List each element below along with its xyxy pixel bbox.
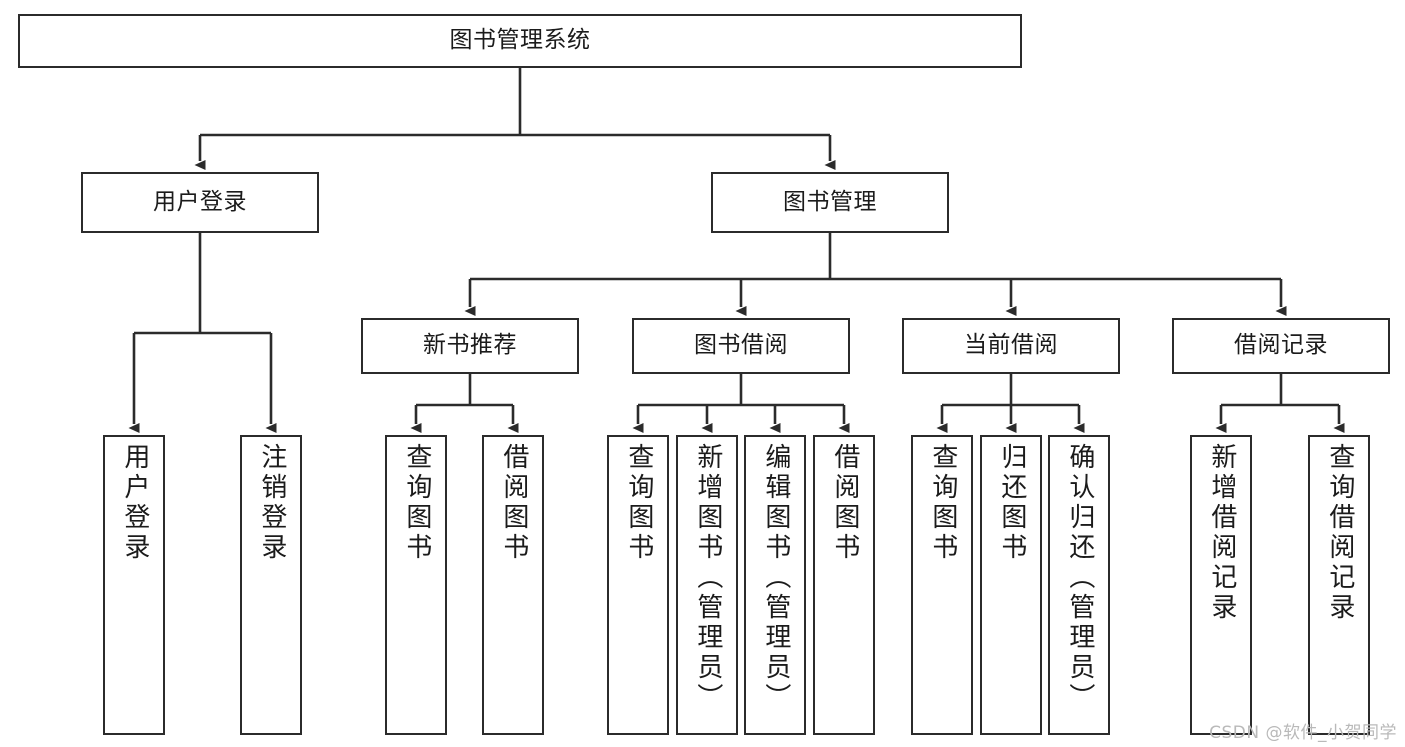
node-leaf-2-查询图书[interactable]: 查询图书 [385, 435, 447, 735]
node-leaf-4-查询图书-label: 查询图书 [623, 443, 654, 563]
node-leaf-1-注销登录-label: 注销登录 [256, 443, 287, 563]
node-leaf-2-查询图书-label: 查询图书 [401, 443, 432, 563]
node-leaf-8-查询图书[interactable]: 查询图书 [911, 435, 973, 735]
node-leaf-6-编辑图书管理员[interactable]: 编辑图书（管理员） [744, 435, 806, 735]
node-l3-当前借阅-label: 当前借阅 [964, 332, 1058, 359]
node-leaf-5-新增图书管理员[interactable]: 新增图书（管理员） [676, 435, 738, 735]
node-l3-图书借阅[interactable]: 图书借阅 [632, 318, 850, 374]
node-l3-当前借阅[interactable]: 当前借阅 [902, 318, 1120, 374]
node-leaf-3-借阅图书-label: 借阅图书 [498, 443, 529, 563]
node-leaf-9-归还图书[interactable]: 归还图书 [980, 435, 1042, 735]
node-leaf-9-归还图书-label: 归还图书 [996, 443, 1027, 563]
node-leaf-1-注销登录[interactable]: 注销登录 [240, 435, 302, 735]
node-leaf-12-查询借阅记录-label: 查询借阅记录 [1324, 443, 1355, 623]
node-root-图书管理系统-label: 图书管理系统 [449, 27, 591, 54]
node-leaf-5-新增图书管理员-label: 新增图书（管理员） [692, 443, 723, 713]
node-leaf-0-用户登录[interactable]: 用户登录 [103, 435, 165, 735]
node-root-图书管理系统[interactable]: 图书管理系统 [18, 14, 1022, 68]
node-leaf-11-新增借阅记录[interactable]: 新增借阅记录 [1190, 435, 1252, 735]
node-leaf-0-用户登录-label: 用户登录 [119, 443, 150, 563]
watermark-text: CSDN @软件_小贺同学 [1209, 723, 1397, 743]
node-leaf-10-确认归还管理员-label: 确认归还（管理员） [1064, 443, 1095, 713]
node-leaf-6-编辑图书管理员-label: 编辑图书（管理员） [760, 443, 791, 713]
node-leaf-12-查询借阅记录[interactable]: 查询借阅记录 [1308, 435, 1370, 735]
node-leaf-11-新增借阅记录-label: 新增借阅记录 [1206, 443, 1237, 623]
node-l3-借阅记录-label: 借阅记录 [1234, 332, 1328, 359]
node-leaf-7-借阅图书[interactable]: 借阅图书 [813, 435, 875, 735]
node-leaf-4-查询图书[interactable]: 查询图书 [607, 435, 669, 735]
node-l3-借阅记录[interactable]: 借阅记录 [1172, 318, 1390, 374]
node-l3-新书推荐[interactable]: 新书推荐 [361, 318, 579, 374]
node-leaf-7-借阅图书-label: 借阅图书 [829, 443, 860, 563]
node-leaf-3-借阅图书[interactable]: 借阅图书 [482, 435, 544, 735]
node-leaf-10-确认归还管理员[interactable]: 确认归还（管理员） [1048, 435, 1110, 735]
node-l2-图书管理-label: 图书管理 [783, 188, 877, 215]
node-leaf-8-查询图书-label: 查询图书 [927, 443, 958, 563]
node-l3-图书借阅-label: 图书借阅 [694, 332, 788, 359]
node-l2-用户登录[interactable]: 用户登录 [81, 172, 319, 233]
node-l2-用户登录-label: 用户登录 [153, 188, 247, 215]
node-l3-新书推荐-label: 新书推荐 [423, 332, 517, 359]
node-l2-图书管理[interactable]: 图书管理 [711, 172, 949, 233]
